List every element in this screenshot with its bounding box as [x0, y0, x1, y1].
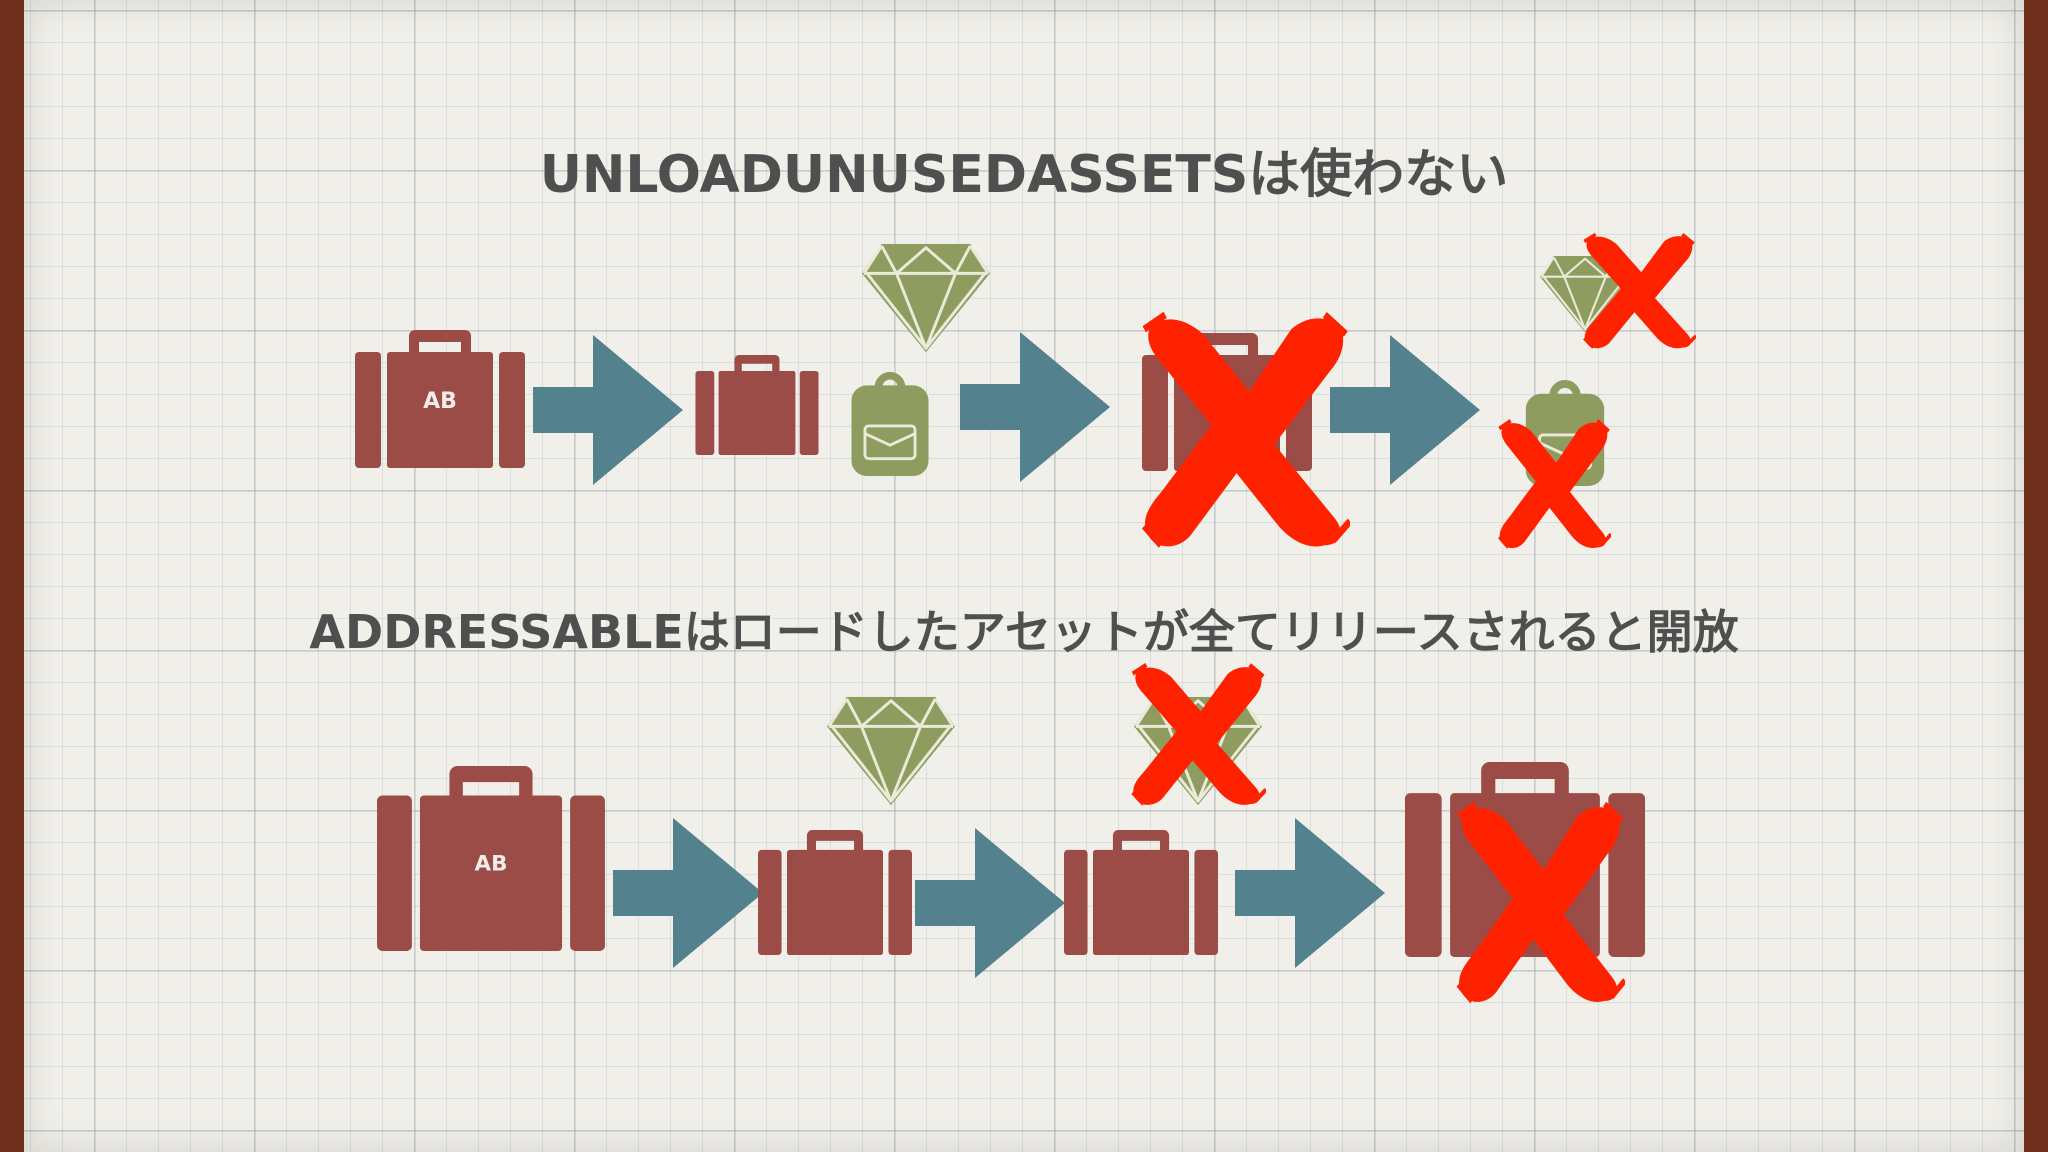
backpack-icon [851, 370, 929, 476]
arrow-right-icon [613, 818, 763, 968]
title-addressable: ADDRESSABLEはロードしたアセットが全てリリースされると開放 [309, 605, 1739, 659]
suitcase-icon: AB [374, 766, 608, 951]
arrow-right-icon [1330, 335, 1480, 485]
slide-canvas [24, 0, 2024, 1152]
svg-text:AB: AB [475, 852, 508, 877]
svg-text:AB: AB [423, 389, 457, 414]
suitcase-icon [693, 355, 821, 455]
cross-mark-icon [1455, 800, 1625, 1005]
cross-mark-icon [1582, 232, 1696, 350]
suitcase-icon [756, 830, 914, 955]
title-unloadunusedassets: UNLOADUNUSEDASSETSは使わない [539, 145, 1509, 205]
cross-mark-icon [1130, 662, 1266, 807]
diamond-icon [827, 696, 955, 806]
arrow-right-icon [1235, 818, 1385, 968]
suitcase-icon [1062, 830, 1220, 955]
arrow-right-icon [960, 332, 1110, 482]
suitcase-icon: AB [355, 330, 525, 468]
cross-mark-icon [1497, 418, 1611, 550]
cross-mark-icon [1140, 310, 1350, 550]
arrow-right-icon [915, 828, 1065, 978]
arrow-right-icon [533, 335, 683, 485]
